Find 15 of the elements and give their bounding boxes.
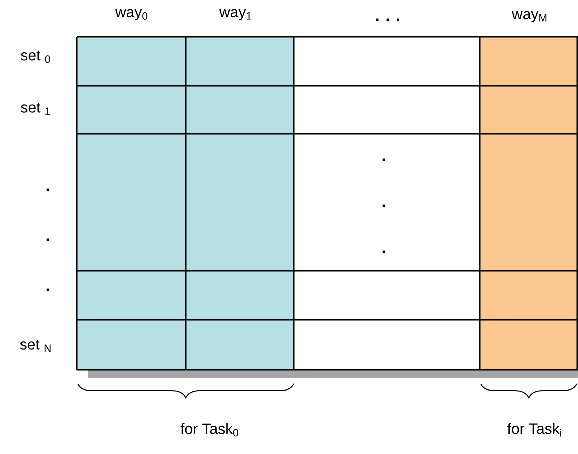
row-label: set $_{N}$ (20, 340, 51, 352)
brace-label: for Task$_{0}$ (180, 423, 239, 437)
ellipsis: . (382, 250, 386, 254)
column-label: way$_{1}$ (219, 9, 252, 21)
column-label: way$_{M}$ (512, 11, 547, 23)
ellipsis: . (46, 238, 50, 242)
row-label: set $_{0}$ (21, 50, 50, 64)
ellipsis: . (46, 288, 50, 292)
row-label: set $_{1}$ (21, 103, 50, 115)
ellipsis: . (382, 158, 386, 162)
ellipsis: . (46, 188, 50, 192)
ellipsis: . . . (376, 18, 400, 22)
column-label: way$_{0}$ (115, 9, 148, 21)
ellipsis: . (382, 204, 386, 208)
brace-label: for Task$_{i}$ (508, 423, 562, 437)
